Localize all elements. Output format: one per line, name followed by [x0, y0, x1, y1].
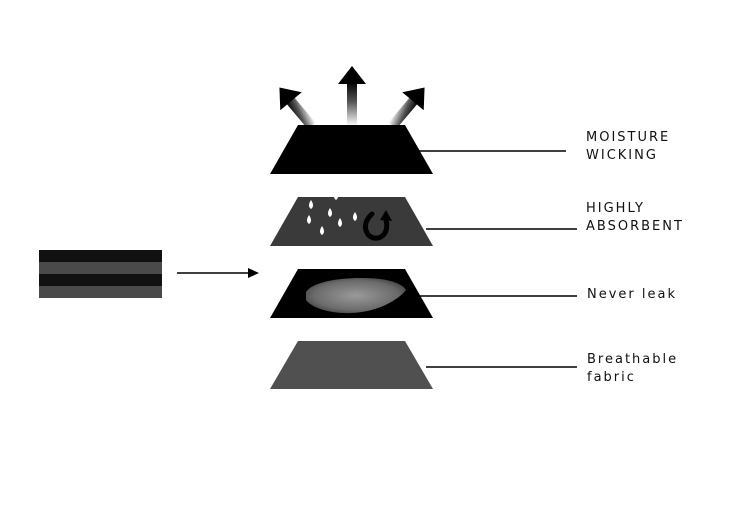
label-line: Breathable: [587, 352, 679, 367]
water-drop-icon: [320, 226, 324, 235]
water-drop-icon: [307, 215, 311, 224]
moisture-wicking-layer: [270, 125, 433, 174]
highly-absorbent-layer-group: [270, 191, 433, 246]
leader-lines: [418, 150, 577, 368]
label-line: fabric: [587, 370, 636, 385]
label-line: HIGHLY: [586, 201, 645, 216]
label-moisture-wicking: MOISTURE WICKING: [586, 129, 670, 165]
water-drop-icon: [309, 200, 313, 209]
absorbent-core-icon: [306, 278, 406, 314]
curved-arrow-icon: [362, 210, 392, 241]
upward-arrow-icon: [338, 66, 366, 126]
right-arrow-icon: [177, 268, 259, 278]
label-line: WICKING: [586, 148, 658, 163]
water-drop-icon: [334, 191, 338, 200]
label-breathable-fabric: Breathable fabric: [587, 351, 678, 387]
water-drops: [307, 191, 357, 235]
water-drop-icon: [338, 218, 342, 227]
label-line: MOISTURE: [586, 130, 671, 145]
water-drop-icon: [328, 208, 332, 217]
water-drop-icon: [353, 212, 357, 221]
label-line: ABSORBENT: [586, 219, 684, 234]
upward-arrow-icon: [279, 87, 316, 130]
highly-absorbent-layer: [270, 197, 433, 246]
label-line: Never leak: [587, 287, 677, 302]
never-leak-layer-group: [270, 269, 433, 318]
label-never-leak: Never leak: [587, 286, 677, 304]
moisture-arrows: [279, 66, 425, 130]
breathable-fabric-layer: [270, 341, 433, 389]
label-highly-absorbent: HIGHLY ABSORBENT: [586, 200, 684, 236]
stacked-layers-icon: [39, 250, 162, 298]
upward-arrow-icon: [388, 87, 425, 130]
